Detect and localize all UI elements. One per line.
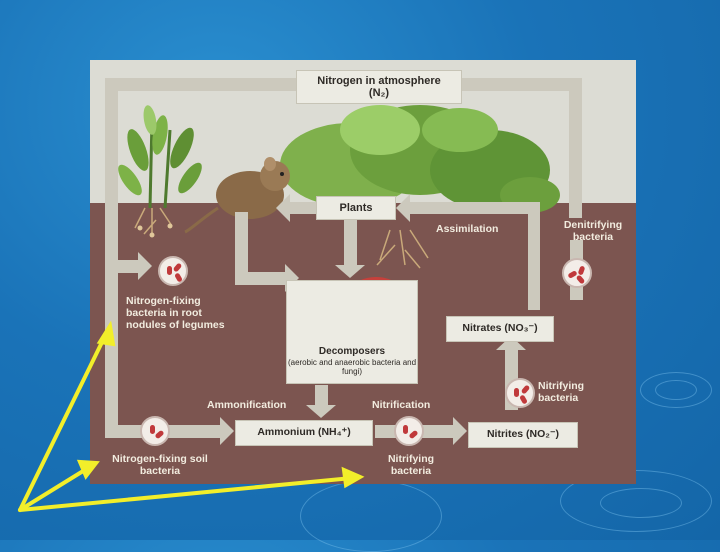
mouse-icon xyxy=(184,157,290,234)
plants-box: Plants xyxy=(316,196,396,220)
pointer-arrow-line xyxy=(18,466,90,512)
nitrites-box: Nitrites (NO₂⁻) xyxy=(468,422,578,448)
decomposers-box: Decomposers (aerobic and anaerobic bacte… xyxy=(286,280,418,384)
pointer-arrows xyxy=(18,320,365,512)
bacteria-nitrifying-bottom-icon xyxy=(394,416,424,446)
slide: Nitrogen in atmosphere (N₂) Plants Decom… xyxy=(18,60,712,552)
legume-plant-icon xyxy=(118,105,202,238)
nitrogen-fixing-soil-label: Nitrogen-fixing soil bacteria xyxy=(112,453,208,477)
pointer-arrow-head xyxy=(96,320,116,347)
pointer-arrow-head xyxy=(341,466,365,489)
water-ripple-decoration xyxy=(560,470,712,532)
atmosphere-box: Nitrogen in atmosphere (N₂) xyxy=(296,70,462,104)
water-ripple-decoration xyxy=(640,372,712,408)
ammonium-box: Ammonium (NH₄⁺) xyxy=(235,420,373,446)
denitrifying-label: Denitrifying bacteria xyxy=(563,219,623,243)
pointer-arrow-line xyxy=(18,476,354,512)
bacteria-nitrifying-right-icon xyxy=(505,378,535,408)
ammonification-label: Ammonification xyxy=(207,399,287,411)
nitrifying-bottom-label: Nitrifying bacteria xyxy=(387,453,435,477)
assimilation-label: Assimilation xyxy=(436,223,499,235)
water-ripple-decoration xyxy=(600,488,682,518)
bacteria-denitrifying-icon xyxy=(562,258,592,288)
nitrogen-fixing-nodules-label: Nitrogen-fixing bacteria in root nodules… xyxy=(126,295,225,331)
pointer-arrow-line xyxy=(18,332,108,512)
nitrogen-cycle-diagram: Nitrogen in atmosphere (N₂) Plants Decom… xyxy=(90,60,636,484)
plants-illustration-icon xyxy=(280,105,560,269)
pointer-arrow-head xyxy=(76,459,100,480)
illustrations xyxy=(105,70,583,445)
bacteria-nodule-icon xyxy=(158,256,188,286)
nitrifying-right-label: Nitrifying bacteria xyxy=(538,380,585,404)
nitrates-box: Nitrates (NO₃⁻) xyxy=(446,316,554,342)
water-ripple-decoration xyxy=(655,380,697,400)
nitrification-label: Nitrification xyxy=(372,399,431,411)
bacteria-soil-icon xyxy=(140,416,170,446)
